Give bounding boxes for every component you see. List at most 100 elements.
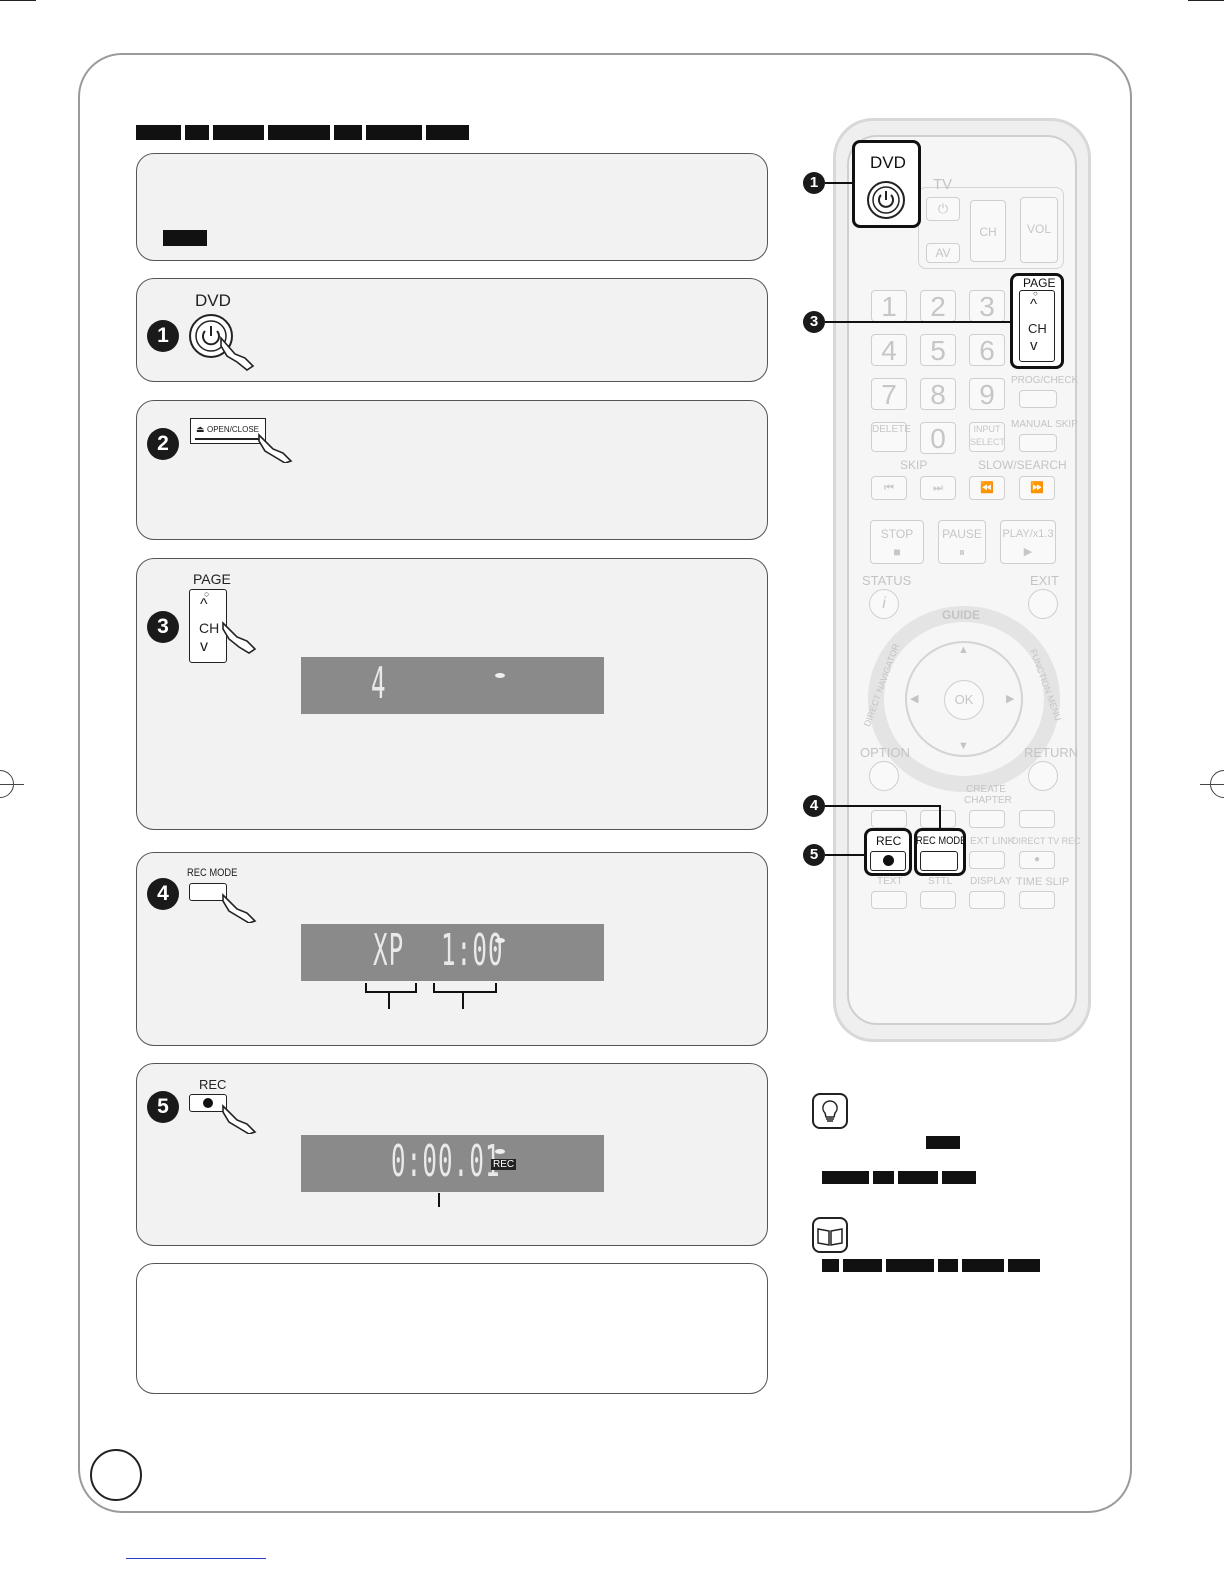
status-button: i xyxy=(869,589,899,619)
rec-mode-button xyxy=(189,883,227,901)
callout-leader xyxy=(825,854,865,856)
elapsed-pointer xyxy=(438,1193,440,1207)
reference-bar xyxy=(1008,1259,1040,1272)
stop-button: STOP■ xyxy=(870,520,924,564)
pointing-hand-icon xyxy=(222,1104,257,1134)
reference-bar xyxy=(822,1259,839,1272)
reference-icon xyxy=(812,1217,848,1253)
play-button: PLAY/x1.3▶ xyxy=(1000,520,1056,564)
digit-key: 4 xyxy=(871,334,907,366)
slow-search-label: SLOW/SEARCH xyxy=(978,458,1067,472)
digit-key: 3 xyxy=(969,290,1005,322)
header-bar xyxy=(366,125,422,140)
time-bracket-tick xyxy=(462,993,464,1009)
up-arrow-icon: ▲ xyxy=(958,644,969,656)
fast-forward-button: ⏩ xyxy=(1019,476,1055,500)
manual-skip-button xyxy=(1019,434,1057,452)
lightbulb-icon xyxy=(822,1100,838,1122)
remote-page-label: PAGE xyxy=(1023,276,1056,290)
step-number: 4 xyxy=(147,878,179,910)
page-frame xyxy=(78,53,1132,1513)
header-bar xyxy=(185,125,209,140)
tv-power-button: ⏻ xyxy=(926,197,960,221)
digit-key: 6 xyxy=(969,334,1005,366)
step-3-box: 3 PAGE ○ ^ CH v 4 xyxy=(136,558,768,830)
down-arrow-icon: ▼ xyxy=(958,740,969,752)
disc-indicator-icon xyxy=(495,1149,505,1154)
header-bar xyxy=(136,125,181,140)
time-bracket xyxy=(433,983,497,993)
sttl-button xyxy=(920,891,956,909)
return-button xyxy=(1028,761,1058,791)
tip-bar xyxy=(898,1171,938,1184)
chevron-up-icon: ^ xyxy=(200,596,208,613)
skip-label: SKIP xyxy=(900,458,928,472)
right-arrow-icon: ▶ xyxy=(1006,693,1015,705)
registration-mark-line xyxy=(1200,784,1224,785)
reference-bar xyxy=(962,1259,1004,1272)
pointing-hand-icon xyxy=(222,621,257,654)
disc-indicator-icon xyxy=(495,938,505,943)
manual-skip-label: MANUAL SKIP xyxy=(1011,419,1078,430)
callout-leader xyxy=(825,805,940,807)
ch-rocker-button: ○ ^ CH v xyxy=(189,589,227,663)
page-label: PAGE xyxy=(193,571,231,587)
skip-forward-button: ⏭ xyxy=(920,476,956,500)
exit-button xyxy=(1028,589,1058,619)
digit-key: 0 xyxy=(920,422,956,454)
create-chapter-button xyxy=(969,810,1005,828)
prog-check-button xyxy=(1019,390,1057,408)
pointing-hand-icon xyxy=(258,433,293,463)
reference-bar xyxy=(938,1259,958,1272)
direct-tv-rec-label: DIRECT TV REC xyxy=(1012,836,1081,846)
pointing-hand-icon xyxy=(222,893,257,923)
digit-key: 2 xyxy=(920,290,956,322)
prog-check-label: PROG/CHECK xyxy=(1011,375,1079,386)
display-rec-time: 1:00 xyxy=(441,925,504,976)
option-label: OPTION xyxy=(860,745,910,760)
sttl-label: STTL xyxy=(928,876,953,887)
dvd-key-label: DVD xyxy=(195,291,231,310)
tip-icon xyxy=(812,1093,848,1129)
chevron-down-icon: v xyxy=(1030,337,1038,354)
header-bar xyxy=(268,125,330,140)
remote-power-icon xyxy=(867,181,905,219)
step-1-box: 1 DVD xyxy=(136,278,768,382)
rec-mode-label: REC MODE xyxy=(187,867,238,879)
callout-number: 5 xyxy=(803,844,825,866)
tv-cluster xyxy=(918,187,1064,269)
display-channel: 4 xyxy=(371,658,387,709)
reference-bar xyxy=(843,1259,882,1272)
remote-dvd-label: DVD xyxy=(870,153,906,172)
ch-label: CH xyxy=(199,620,220,636)
intro-bar xyxy=(163,230,207,246)
step-number: 2 xyxy=(147,428,179,460)
skip-back-button: ⏮ xyxy=(871,476,907,500)
blank-button xyxy=(871,810,907,828)
display-button xyxy=(969,891,1005,909)
header-bar xyxy=(213,125,264,140)
remote-rec-mode-button xyxy=(920,851,958,871)
open-book-icon xyxy=(817,1228,843,1246)
digit-key: 1 xyxy=(871,290,907,322)
tv-ch-rocker: CH xyxy=(970,200,1006,262)
chevron-down-icon: v xyxy=(200,638,208,655)
tip-bar xyxy=(942,1171,976,1184)
vol-rocker: VOL xyxy=(1020,197,1058,263)
step-4-box: 4 REC MODE XP 1:00 xyxy=(136,852,768,1046)
direct-tv-rec-button: ● xyxy=(1019,851,1055,869)
mode-bracket-tick xyxy=(388,993,390,1009)
step-number: 5 xyxy=(147,1091,179,1123)
rewind-button: ⏪ xyxy=(969,476,1005,500)
mode-bracket xyxy=(365,983,417,993)
ext-link-button xyxy=(969,851,1005,869)
tip-bar xyxy=(822,1171,869,1184)
pause-button: PAUSE⏸ xyxy=(938,520,986,564)
display-rec-mode: XP xyxy=(373,925,405,976)
callout-leader xyxy=(825,182,853,184)
crop-mark xyxy=(0,0,36,1)
header-bar xyxy=(426,125,469,140)
front-display: 4 xyxy=(301,657,604,714)
open-close-button: ⏏ OPEN/CLOSE xyxy=(190,418,266,444)
callout-number: 3 xyxy=(803,311,825,333)
